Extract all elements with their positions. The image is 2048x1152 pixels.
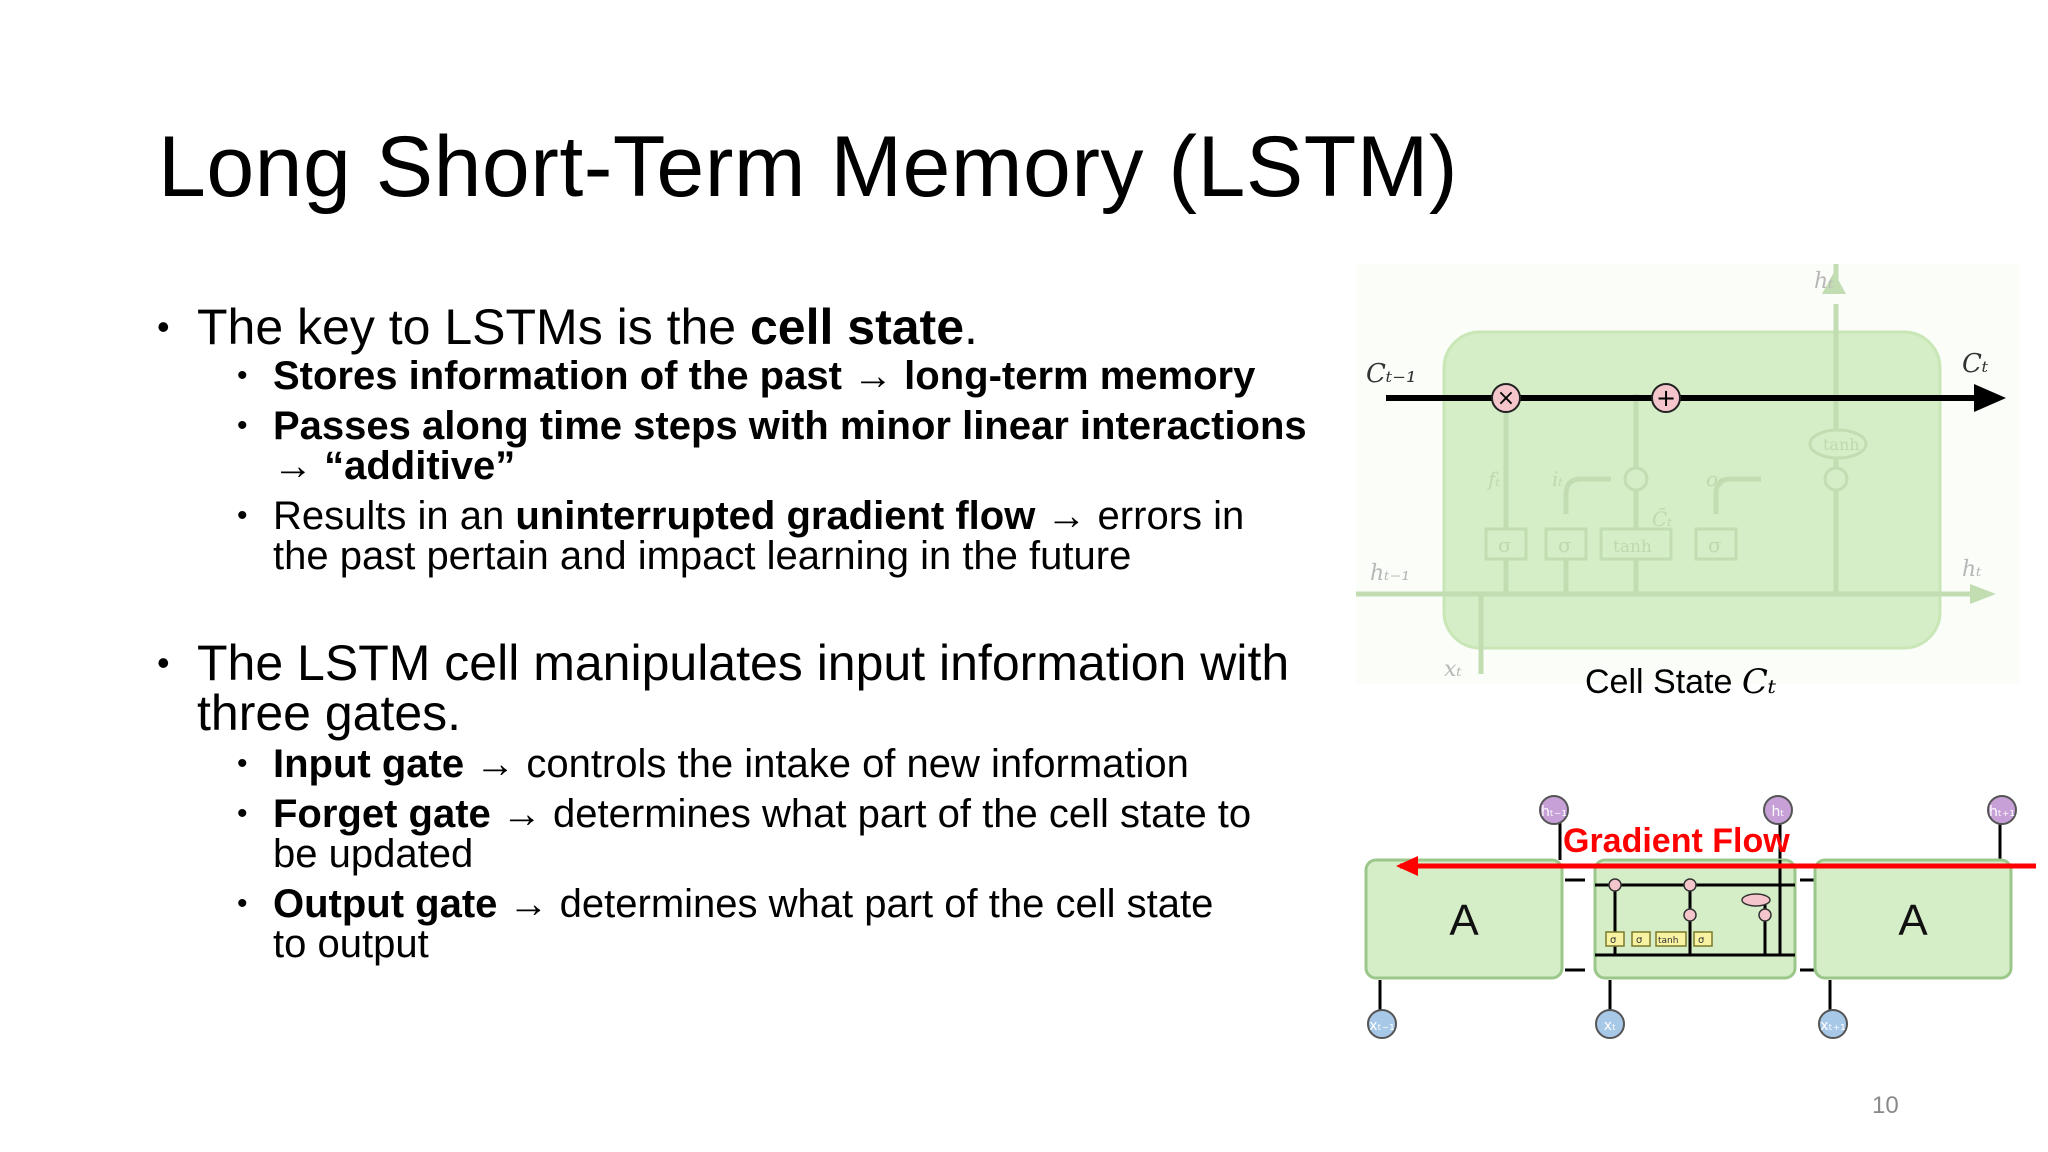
bullet-three-gates: • The LSTM cell manipulates input inform… — [157, 635, 1290, 741]
svg-text:Cₜ: Cₜ — [1962, 349, 1989, 379]
gray-labels: hₜ hₜ₋₁ hₜ xₜ — [1370, 269, 1982, 682]
svg-text:σ: σ — [1610, 935, 1617, 946]
input-nodes: xₜ₋₁ xₜ xₜ₊₁ — [1367, 1009, 1848, 1039]
sub-bullet-gradient-flow: • Results in an uninterrupted gradient f… — [237, 494, 1245, 578]
svg-text:hₜ₊₁: hₜ₊₁ — [1989, 804, 2015, 820]
svg-text:iₜ: iₜ — [1552, 467, 1563, 491]
sub-bullet-forget-gate: • Forget gate → determines what part of … — [237, 792, 1252, 876]
bullet-dot-icon: • — [237, 797, 248, 830]
h-current-icon — [1763, 795, 1793, 825]
faded-labels: fₜ iₜ C̃ₜ oₜ σ σ tanh σ tanh — [1486, 435, 1860, 557]
sub-bullet-output-gate: • Output gate → determines what part of … — [237, 882, 1214, 966]
up-arrow-icon — [1822, 272, 1846, 294]
lstm-cell-body — [1442, 330, 1942, 650]
slide-title: Long Short-Term Memory (LSTM) — [158, 119, 1459, 215]
cell-state-labels: Cₜ₋₁ Cₜ — [1366, 349, 1989, 389]
plus-icon — [1651, 383, 1681, 413]
x-next-icon — [1818, 1009, 1848, 1039]
gradient-flow-diagram: A A σ σ tanh σ hₜ₋₁ hₜ hₜ₊₁ xₜ — [1364, 795, 2036, 1039]
svg-text:σ: σ — [1708, 533, 1722, 557]
svg-text:hₜ₋₁: hₜ₋₁ — [1541, 804, 1567, 820]
svg-text:oₜ: oₜ — [1706, 467, 1723, 491]
gradient-arrow-icon — [1396, 856, 1418, 876]
svg-text:hₜ: hₜ — [1814, 269, 1834, 294]
svg-text:σ: σ — [1498, 533, 1512, 557]
svg-text:tanh: tanh — [1658, 936, 1678, 946]
bullet-list: • The key to LSTMs is the cell state. • … — [155, 302, 1335, 964]
current-gates — [1605, 931, 1713, 947]
cell-state-caption: Cell State Cₜ — [1585, 662, 1777, 702]
current-gate-labels: σ σ tanh σ — [1610, 935, 1705, 946]
svg-text:+: + — [1656, 384, 1676, 412]
h-next-icon — [1987, 795, 2017, 825]
svg-text:hₜ: hₜ — [1962, 557, 1982, 582]
svg-text:×: × — [1497, 386, 1515, 411]
svg-text:fₜ: fₜ — [1486, 467, 1500, 491]
lstm-block-prev — [1364, 858, 1564, 980]
svg-text:xₜ₋₁: xₜ₋₁ — [1369, 1018, 1394, 1034]
bullet-dot-icon: • — [237, 409, 248, 442]
svg-text:tanh: tanh — [1613, 537, 1652, 557]
bullet-dot-icon: • — [237, 747, 248, 780]
block-label-next: A — [1898, 896, 1928, 945]
sub-bullet-input-gate: • Input gate → controls the intake of ne… — [237, 742, 1189, 786]
gradient-flow-label: Gradient Flow — [1563, 822, 1790, 860]
svg-text:hₜ: hₜ — [1771, 804, 1784, 820]
gate-boxes — [1484, 428, 1868, 561]
bullet-dot-icon: • — [237, 499, 248, 532]
bullet-dot-icon: • — [157, 306, 170, 347]
svg-text:xₜ: xₜ — [1444, 657, 1462, 682]
right-arrow-icon — [1970, 584, 1996, 604]
svg-text:xₜ: xₜ — [1604, 1018, 1616, 1034]
page-number: 10 — [1872, 1092, 1899, 1119]
bullet-dot-icon: • — [237, 887, 248, 920]
x-current-icon — [1595, 1009, 1625, 1039]
svg-text:σ: σ — [1698, 935, 1705, 946]
svg-text:Cₜ₋₁: Cₜ₋₁ — [1366, 359, 1416, 389]
bullet-dot-icon: • — [237, 359, 248, 392]
h-prev-icon — [1539, 795, 1569, 825]
svg-text:C̃ₜ: C̃ₜ — [1652, 507, 1672, 531]
svg-text:σ: σ — [1558, 533, 1572, 557]
multiply-icon — [1491, 383, 1521, 413]
svg-text:σ: σ — [1636, 935, 1643, 946]
lstm-cell-diagram: fₜ iₜ C̃ₜ oₜ σ σ tanh σ tanh hₜ hₜ₋₁ hₜ … — [1356, 264, 2020, 684]
svg-text:hₜ₋₁: hₜ₋₁ — [1370, 561, 1410, 586]
cell-state-arrow-icon — [1974, 384, 2006, 412]
svg-text:tanh: tanh — [1823, 435, 1860, 454]
lstm-block-next — [1813, 858, 2013, 980]
bullet-cell-state: • The key to LSTMs is the cell state. — [157, 299, 978, 355]
x-prev-icon — [1367, 1009, 1397, 1039]
cell-state-ops: × + — [1491, 383, 1681, 413]
hidden-state-nodes: hₜ₋₁ hₜ hₜ₊₁ — [1539, 795, 2017, 825]
sub-bullet-passes-along: • Passes along time steps with minor lin… — [237, 404, 1307, 488]
bullet-dot-icon: • — [157, 642, 170, 683]
svg-text:xₜ₊₁: xₜ₊₁ — [1820, 1018, 1845, 1034]
sub-bullet-stores-info: • Stores information of the past → long-… — [237, 354, 1256, 398]
block-label-prev: A — [1449, 896, 1479, 945]
current-ops — [1608, 878, 1772, 922]
